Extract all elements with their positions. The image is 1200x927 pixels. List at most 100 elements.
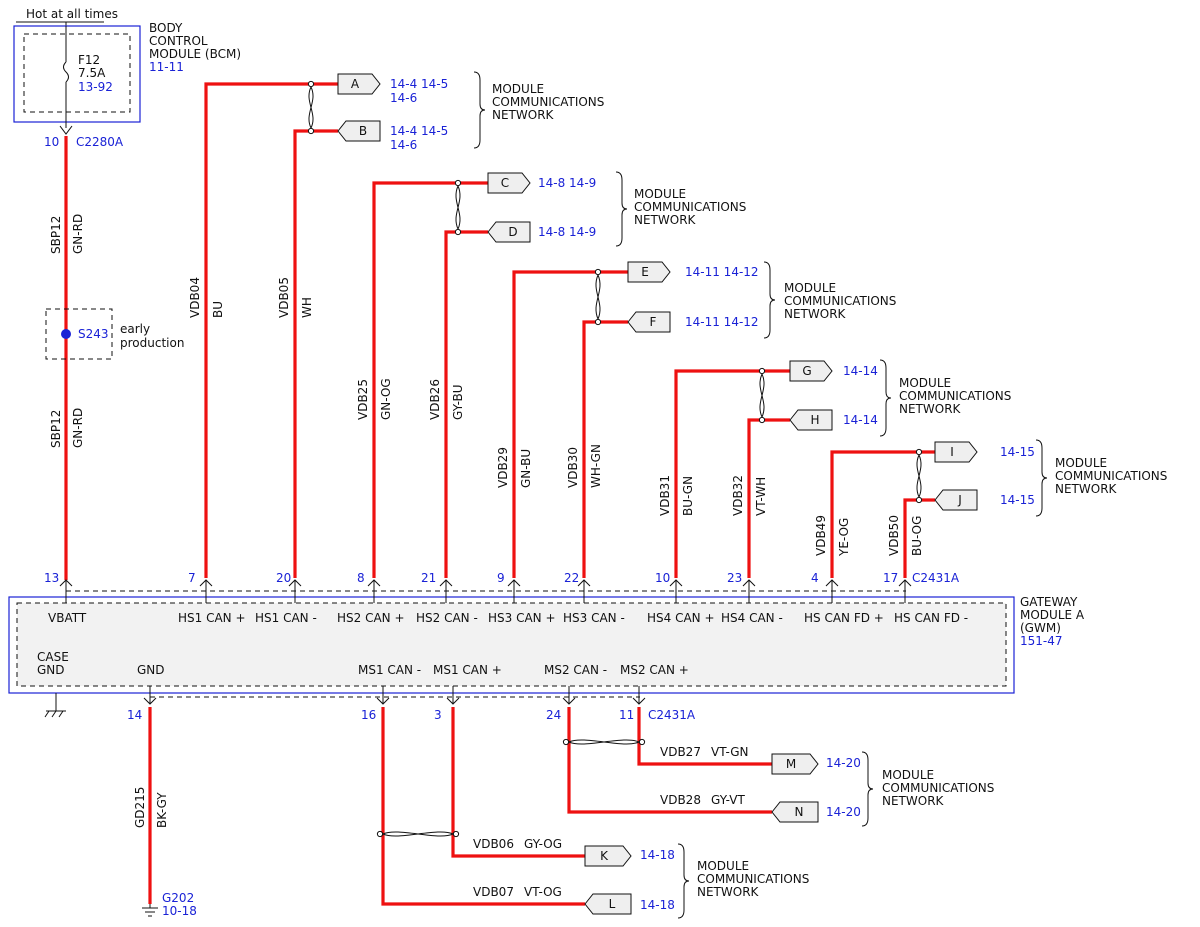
ground-icon	[142, 904, 158, 917]
connector-flag-d: D	[487, 221, 531, 243]
wire-color-code: YE-OG	[837, 518, 851, 557]
twist-end	[562, 738, 570, 746]
connector-flag-e: E	[627, 261, 671, 283]
flag-shape	[934, 489, 978, 511]
flag-letter: I	[950, 445, 954, 459]
twist-end	[758, 416, 766, 424]
connector-chevron-icon	[446, 697, 460, 705]
flag-letter: C	[501, 176, 509, 190]
gwm-top-connector: C2431A	[912, 571, 960, 585]
twist-curve	[916, 454, 922, 498]
flag-shape	[337, 73, 381, 95]
wire-vdb30	[582, 320, 628, 578]
twist-end	[307, 80, 315, 88]
wire-vdb04	[204, 82, 338, 578]
gwm-name-line2: MODULE A	[1020, 608, 1085, 622]
bcm-name-line1: BODY	[149, 21, 183, 35]
flag-page-ref-d: 14-8 14-9	[538, 225, 596, 239]
flag-letter: M	[786, 757, 796, 771]
pin-number: 23	[727, 571, 742, 585]
wire-circuit-id: VDB25	[356, 379, 370, 420]
wire-color-code: WH-GN	[589, 444, 603, 488]
flag-shape	[771, 801, 819, 823]
connector-chevron-icon	[669, 579, 683, 587]
pin-number: 11	[619, 708, 634, 722]
gwm-bottom-connector: C2431A	[648, 708, 696, 722]
pin-function-label: HS1 CAN -	[255, 611, 317, 625]
supply-wire: SBP12 GN-RD S243 early production SBP12 …	[45, 136, 184, 580]
case-gnd-line1: CASE	[37, 650, 69, 664]
pin-function-label: HS4 CAN -	[721, 611, 783, 625]
wire-vdb05	[293, 129, 338, 578]
flag-page-ref2-a: 14-6	[390, 91, 417, 105]
bcm-name-line2: CONTROL	[149, 34, 208, 48]
wire-color-code: BU-GN	[681, 476, 695, 516]
network-label-line: COMMUNICATIONS	[697, 872, 809, 886]
pin-number: 9	[497, 571, 505, 585]
pin-function-label: HS3 CAN -	[563, 611, 625, 625]
wire-circuit-id: VDB07	[473, 885, 514, 899]
connector-flag-n: N	[771, 801, 819, 823]
flag-letter: H	[810, 413, 819, 427]
flag-shape	[584, 845, 632, 867]
pin-number: 8	[357, 571, 365, 585]
flag-letter: G	[802, 364, 811, 378]
brace-icon	[879, 359, 892, 437]
wire-vdb49	[830, 450, 935, 578]
twisted-pair-icon	[562, 738, 646, 746]
bottom-pin-16: MS1 CAN -16	[358, 663, 421, 722]
connector-chevron-icon	[367, 579, 381, 587]
wire-vdb27	[637, 707, 772, 766]
network-label-line: MODULE	[1055, 456, 1107, 470]
wire-color-code: GY-OG	[524, 837, 562, 851]
connector-flag-f: F	[627, 311, 671, 333]
wire-color-code: GN-OG	[379, 378, 393, 420]
pin-function-label: HS CAN FD -	[894, 611, 968, 625]
flag-letter: A	[351, 77, 360, 91]
network-label-line: COMMUNICATIONS	[634, 200, 746, 214]
network-labels: MODULECOMMUNICATIONSNETWORKMODULECOMMUNI…	[473, 71, 1167, 919]
hot-at-all-times-label: Hot at all times	[26, 7, 118, 21]
brace-icon	[677, 843, 690, 919]
wire-circuit-id: VDB06	[473, 837, 514, 851]
wire-vdb32	[747, 418, 790, 578]
pin-function-label: HS3 CAN +	[488, 611, 556, 625]
wire-color-code: BU	[211, 301, 225, 318]
gwm-name-line1: GATEWAY	[1020, 595, 1078, 609]
connector-chevron-icon	[507, 579, 521, 587]
network-label-line: NETWORK	[697, 885, 760, 899]
connector-chevron-icon	[288, 579, 302, 587]
supply-color-2: GN-RD	[71, 408, 85, 448]
wire-circuit-id: VDB28	[660, 793, 701, 807]
wire-circuit-id: VDB26	[428, 379, 442, 420]
flag-page-ref-k: 14-18	[640, 848, 675, 862]
flag-page-ref-e: 14-11 14-12	[685, 265, 759, 279]
ground-point: G202	[162, 891, 194, 905]
connector-flag-m: M	[771, 753, 819, 775]
twist-end	[454, 179, 462, 187]
pin-number: 10	[655, 571, 670, 585]
network-label-line: MODULE	[492, 82, 544, 96]
pin-number: 21	[421, 571, 436, 585]
twist-end	[594, 318, 602, 326]
network-label-line: NETWORK	[634, 213, 697, 227]
network-label-line: NETWORK	[492, 108, 555, 122]
pin-function-label: MS1 CAN +	[433, 663, 502, 677]
flag-page-ref-h: 14-14	[843, 413, 878, 427]
network-label-line: MODULE	[882, 768, 934, 782]
gnd-pin-number: 14	[127, 708, 142, 722]
fuse-f12: F12 7.5A 13-92	[63, 26, 113, 128]
flag-page-ref-c: 14-8 14-9	[538, 176, 596, 190]
network-label-line: COMMUNICATIONS	[899, 389, 1011, 403]
wire-color-code: VT-OG	[524, 885, 562, 899]
